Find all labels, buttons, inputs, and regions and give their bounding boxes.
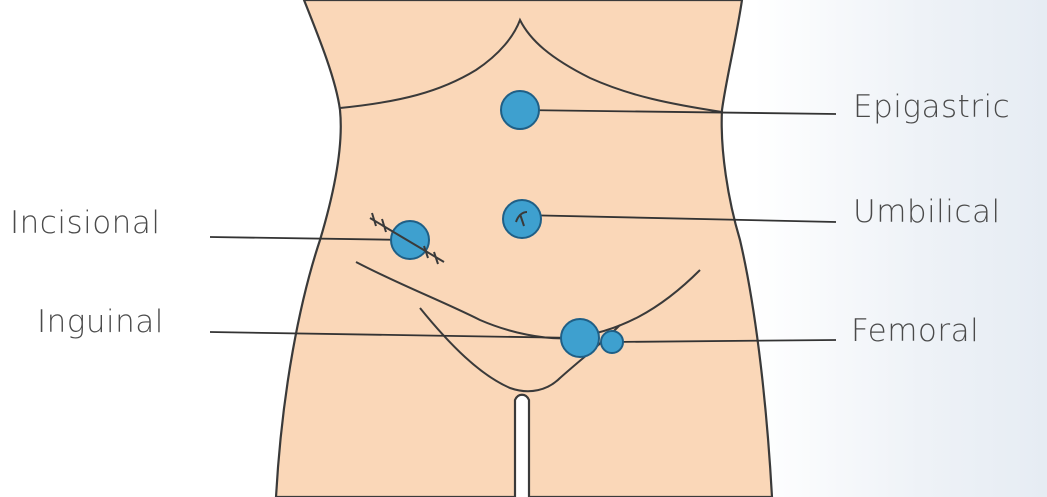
label-umbilical: Umbilical [853,197,1001,228]
femoral-hernia-marker [601,331,623,353]
inguinal-hernia-marker [561,319,599,357]
label-epigastric: Epigastric [853,92,1010,123]
label-inguinal: Inguinal [37,307,164,338]
torso-silhouette [276,0,772,497]
incisional-hernia-marker [391,221,429,259]
epigastric-hernia-marker [501,91,539,129]
label-femoral: Femoral [851,316,979,347]
label-incisional: Incisional [10,208,160,239]
